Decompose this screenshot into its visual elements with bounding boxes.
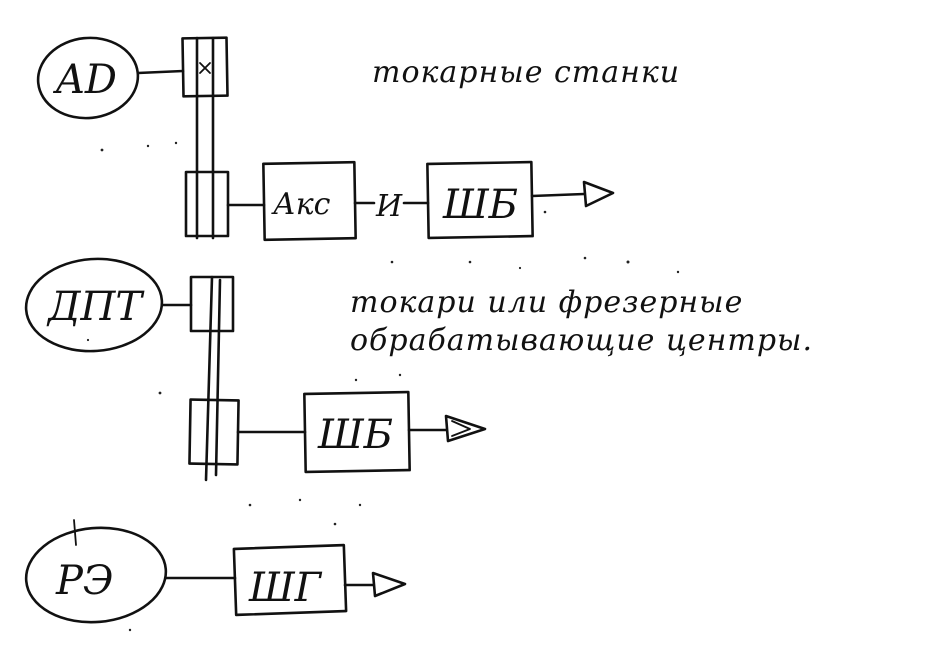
shg-block [232,543,348,617]
note-milling-line1: токари или фрезерные [350,285,743,320]
scan-noise [86,141,680,632]
ad-shaft [195,36,215,240]
shb-top-output-line [530,192,586,198]
shg-output-arrow [371,571,407,598]
shb-mid-output-arrow-fill [451,420,471,437]
i-block-label: И [375,189,403,224]
shb-mid-output-arrow [444,414,487,443]
ad-motor-label: AD [52,57,117,103]
note-milling-line2: обрабатывающие центры. [350,323,813,358]
re-inner-mark [73,519,77,546]
ad-coupling-mark [199,62,211,74]
dpt-motor-circle [24,257,164,353]
note-lathe: токарные станки [372,55,680,90]
shb-top-output-arrow [582,180,615,208]
dpt-shaft [204,275,222,482]
akc-block-label: Акс [271,187,331,222]
ad-to-coupling-line [136,69,185,75]
re-source-circle [24,526,168,624]
shg-block-label: ШГ [248,565,323,611]
shb-top-block-label: ШБ [442,182,518,228]
shb-top-block [426,160,534,240]
shb-mid-block-label: ШБ [317,412,393,458]
dpt-motor-label: ДПТ [46,284,145,330]
akc-block [262,160,357,242]
re-source-label: РЭ [55,558,114,604]
section-re: РЭ ШГ [24,519,407,624]
section-ad: AD Акс И ШБ токарные станки [36,36,680,242]
ad-coupling-lower [184,170,230,238]
ad-coupling-upper [181,36,229,98]
section-dpt: ДПТ ШБ токари или фрезерные обрабатывающ… [24,257,813,482]
dpt-coupling-lower [188,398,240,466]
